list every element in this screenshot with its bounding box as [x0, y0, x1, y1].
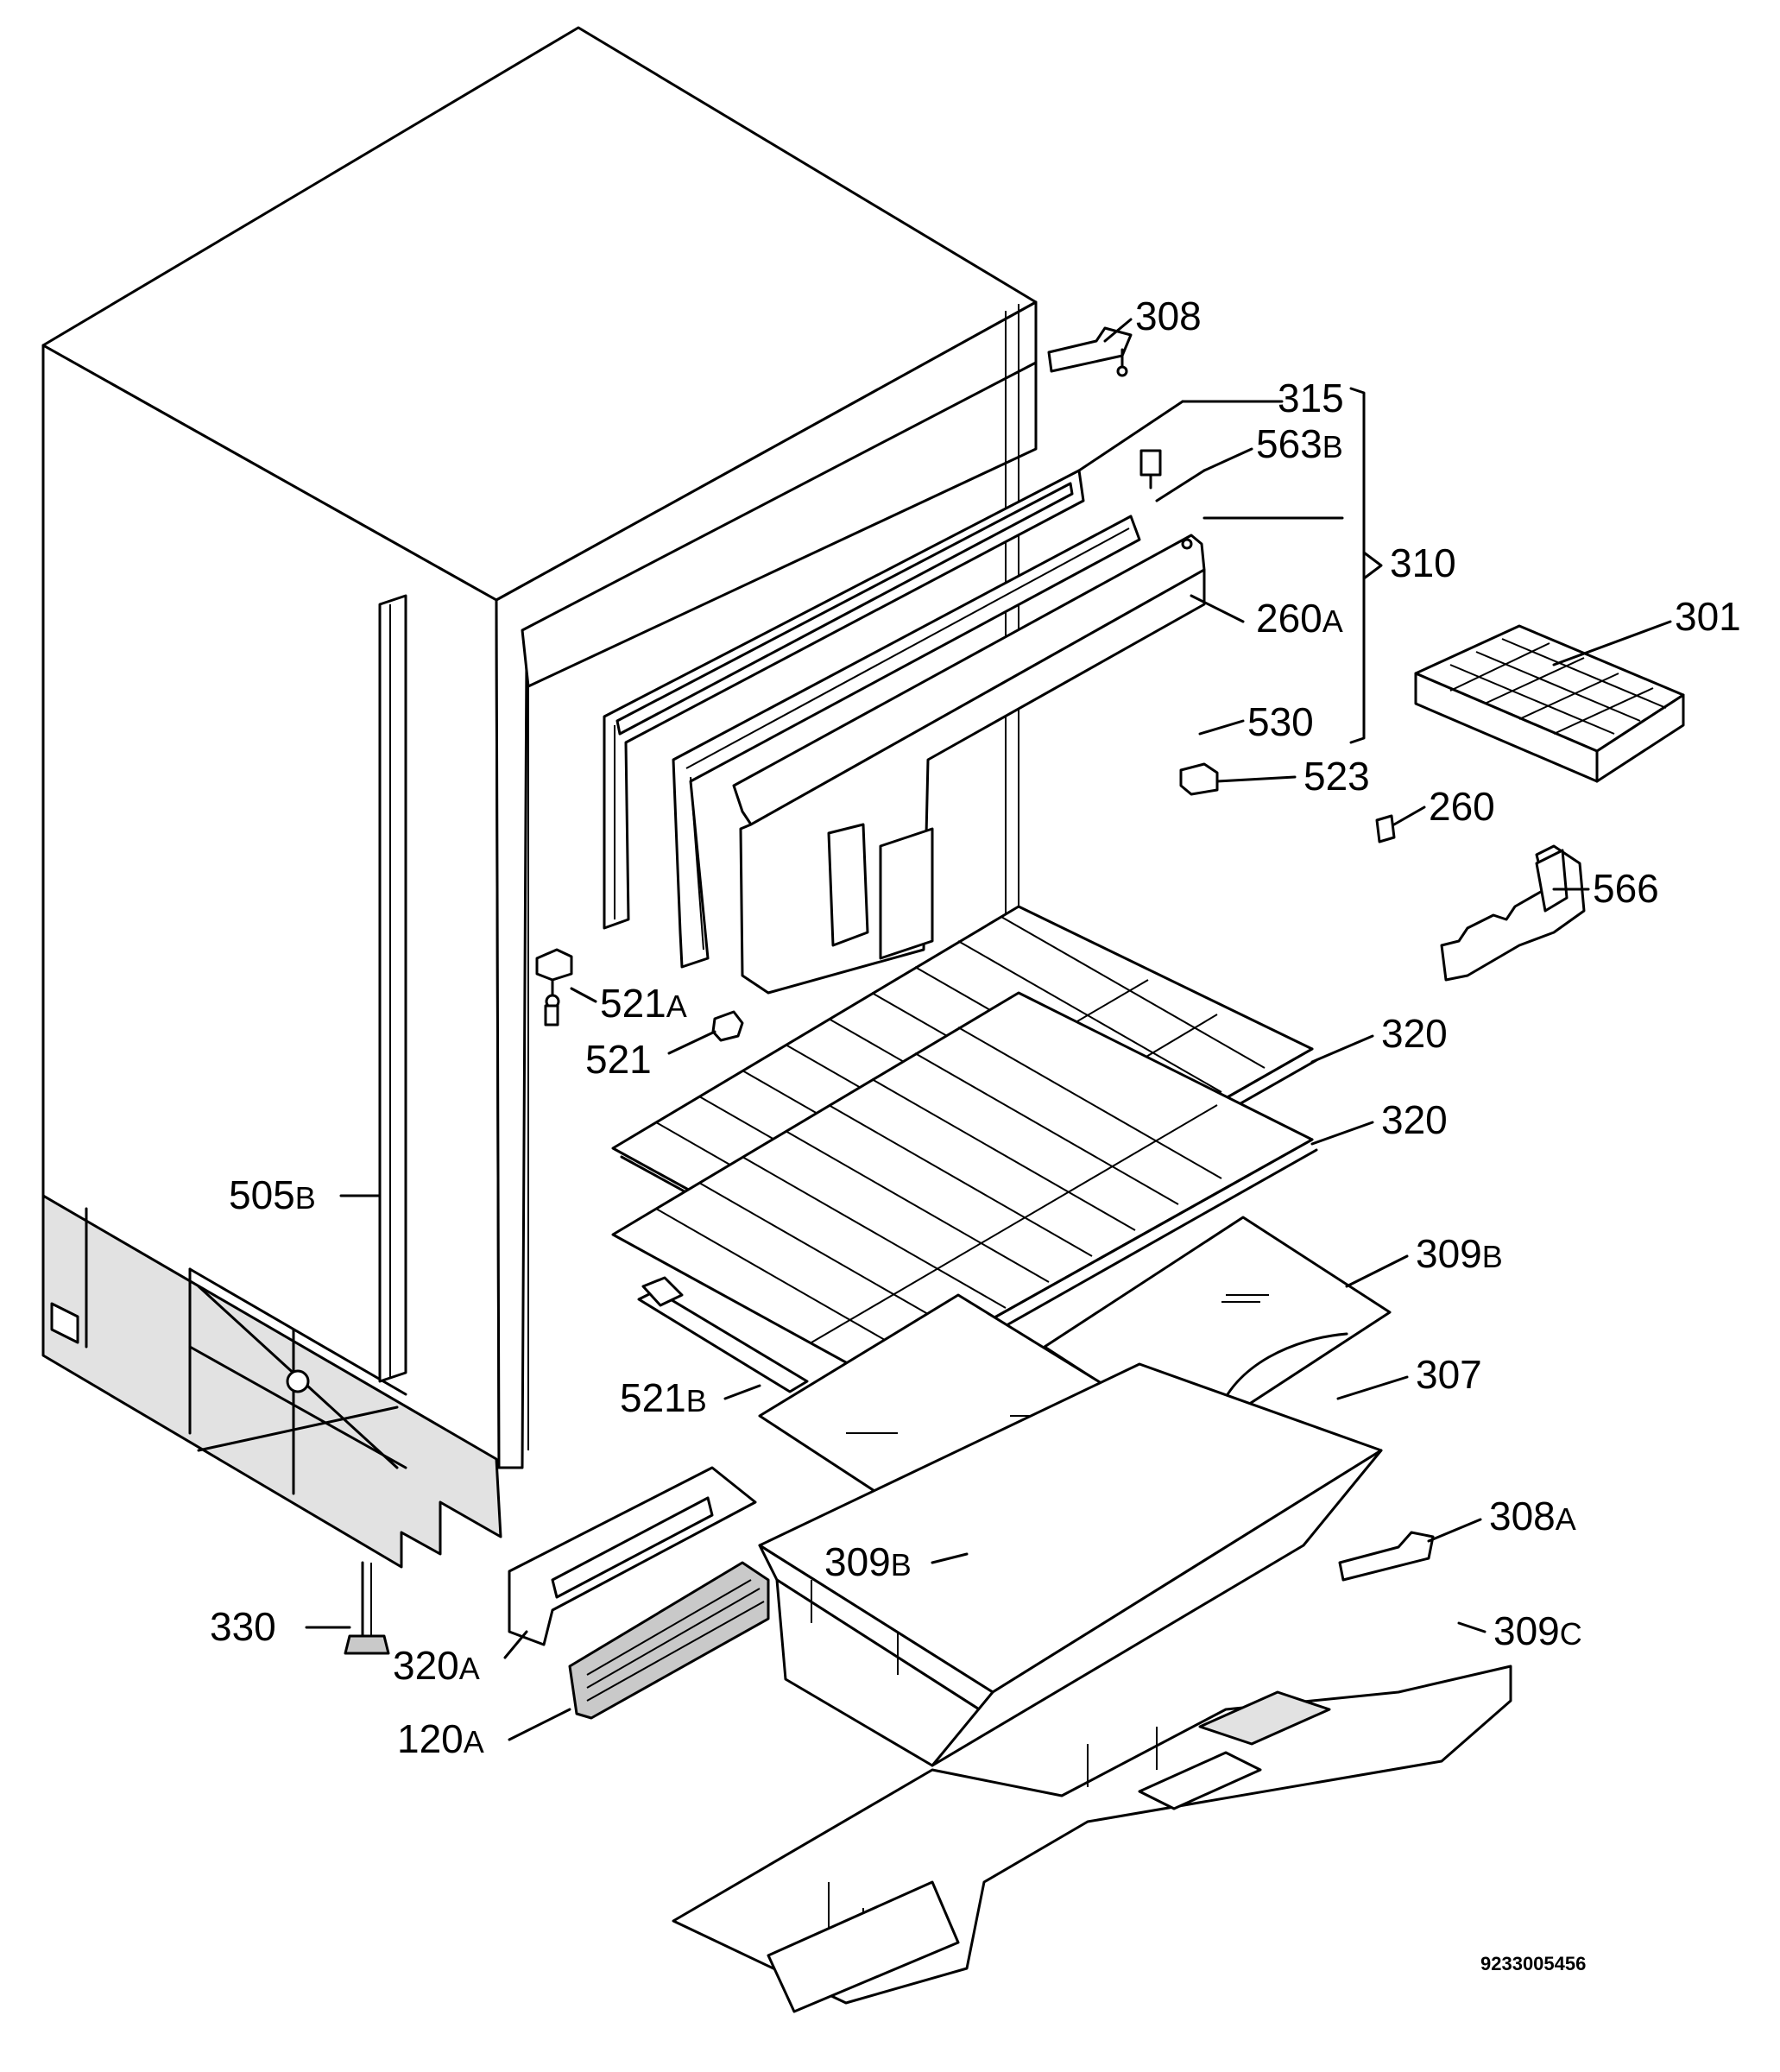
cabinet	[41, 26, 1038, 1569]
label-307: 307	[1416, 1352, 1482, 1397]
part-521b	[637, 1276, 809, 1393]
part-521a	[535, 948, 573, 1027]
crisper-drawer-307	[758, 1362, 1383, 1767]
label-505b: 505B	[229, 1172, 316, 1217]
label-320-upper: 320	[1381, 1011, 1448, 1056]
ice-tray-301	[1414, 624, 1685, 783]
grille-120a	[568, 1561, 770, 1720]
hinge-308	[1047, 326, 1133, 377]
callout-labels: 308 315 563B 310 301 260A 530 523 260 56…	[210, 294, 1741, 1974]
label-523: 523	[1303, 754, 1370, 799]
label-309b-right: 309B	[1416, 1231, 1503, 1276]
label-310: 310	[1390, 540, 1456, 585]
leader-lines	[305, 318, 1672, 1741]
door-panel-260a	[732, 534, 1206, 995]
label-566: 566	[1593, 866, 1659, 911]
label-308: 308	[1135, 294, 1202, 338]
label-521a: 521A	[600, 981, 687, 1026]
ice-scraper-566	[1440, 844, 1586, 982]
adjustable-foot-330	[344, 1561, 390, 1655]
label-320-lower: 320	[1381, 1097, 1448, 1142]
label-120a: 120A	[397, 1716, 484, 1761]
label-320a: 320A	[393, 1643, 480, 1688]
base-tray-309c	[672, 1665, 1512, 2013]
label-308a: 308A	[1489, 1494, 1576, 1538]
label-563b: 563B	[1256, 421, 1343, 466]
part-521	[711, 1010, 744, 1042]
label-260a: 260A	[1256, 596, 1343, 641]
door-inner-frame	[672, 515, 1141, 969]
label-301: 301	[1675, 594, 1741, 639]
label-260: 260	[1429, 784, 1495, 829]
small-part-563b	[1139, 449, 1162, 490]
label-309b-left: 309B	[824, 1539, 912, 1584]
label-521b: 521B	[620, 1375, 707, 1420]
label-330: 330	[210, 1604, 276, 1649]
hinge-523	[1179, 762, 1219, 796]
label-521: 521	[585, 1037, 652, 1082]
clip-260	[1375, 814, 1396, 843]
label-309c: 309C	[1493, 1608, 1582, 1653]
label-315: 315	[1278, 376, 1344, 420]
hinge-308a	[1338, 1531, 1435, 1582]
label-530: 530	[1247, 699, 1314, 744]
cover-320a	[508, 1466, 757, 1646]
bracket-310	[1349, 387, 1383, 744]
document-number: 9233005456	[1480, 1953, 1586, 1974]
